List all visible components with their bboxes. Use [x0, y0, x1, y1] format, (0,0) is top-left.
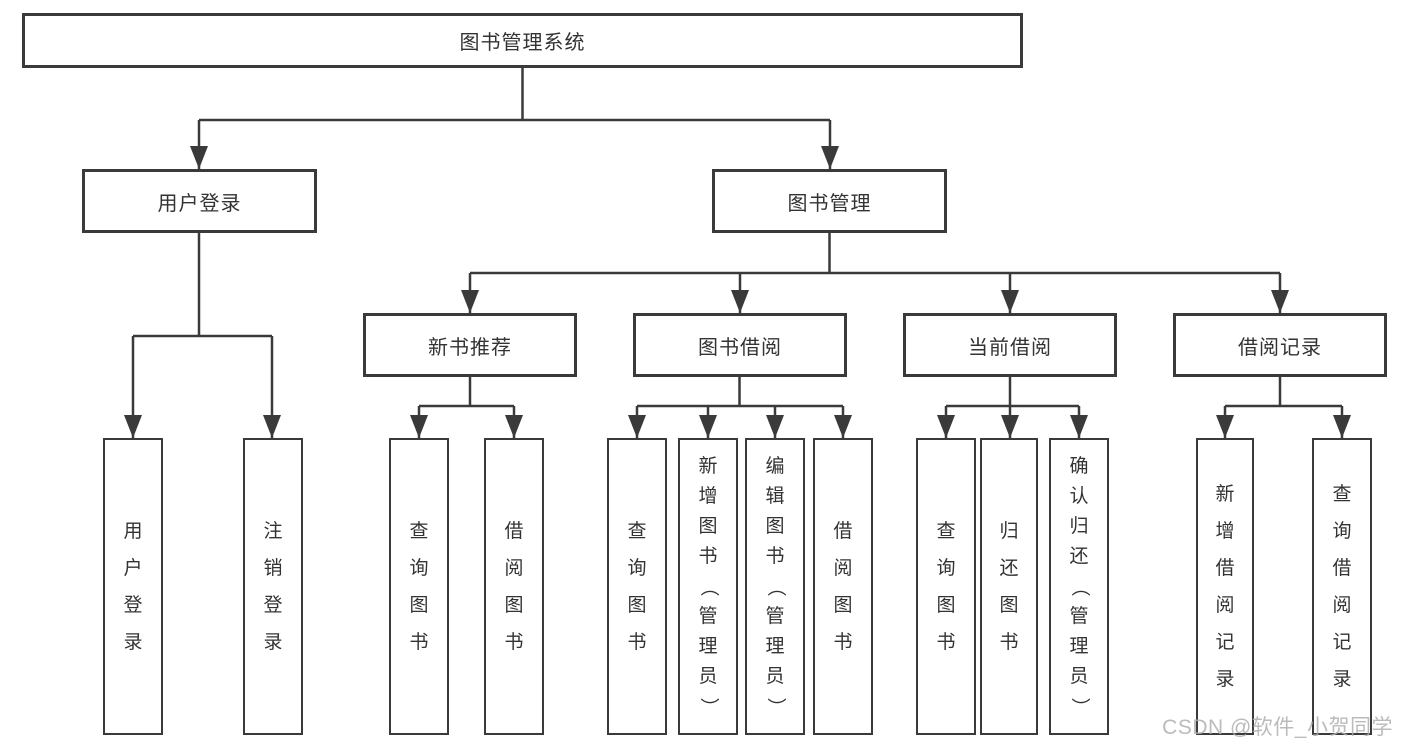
node-new-book-recommend: 新书推荐	[363, 313, 577, 377]
leaf-user-login: 用户登录	[103, 438, 163, 735]
leaf-borrow-books-borrow: 借阅图书	[813, 438, 873, 735]
leaf-query-borrow-record: 查询借阅记录	[1312, 438, 1372, 735]
leaf-query-books-current: 查询图书	[916, 438, 976, 735]
leaf-return-book: 归还图书	[980, 438, 1038, 735]
leaf-add-borrow-record: 新增借阅记录	[1196, 438, 1254, 735]
leaf-query-books-recommend: 查询图书	[389, 438, 449, 735]
node-borrow-records: 借阅记录	[1173, 313, 1387, 377]
csdn-watermark: CSDN @软件_小贺同学	[1162, 716, 1393, 739]
leaf-confirm-return-admin: 确认归还（管理员）	[1049, 438, 1109, 735]
node-root: 图书管理系统	[22, 13, 1023, 68]
leaf-borrow-books-recommend: 借阅图书	[484, 438, 544, 735]
leaf-query-books-borrow: 查询图书	[607, 438, 667, 735]
node-current-borrow: 当前借阅	[903, 313, 1117, 377]
leaf-edit-book-admin: 编辑图书（管理员）	[745, 438, 805, 735]
node-user-login: 用户登录	[82, 169, 317, 233]
node-book-management: 图书管理	[712, 169, 947, 233]
node-book-borrow: 图书借阅	[633, 313, 847, 377]
leaf-logout: 注销登录	[243, 438, 303, 735]
leaf-add-book-admin: 新增图书（管理员）	[678, 438, 738, 735]
arrowheads	[124, 146, 1351, 438]
